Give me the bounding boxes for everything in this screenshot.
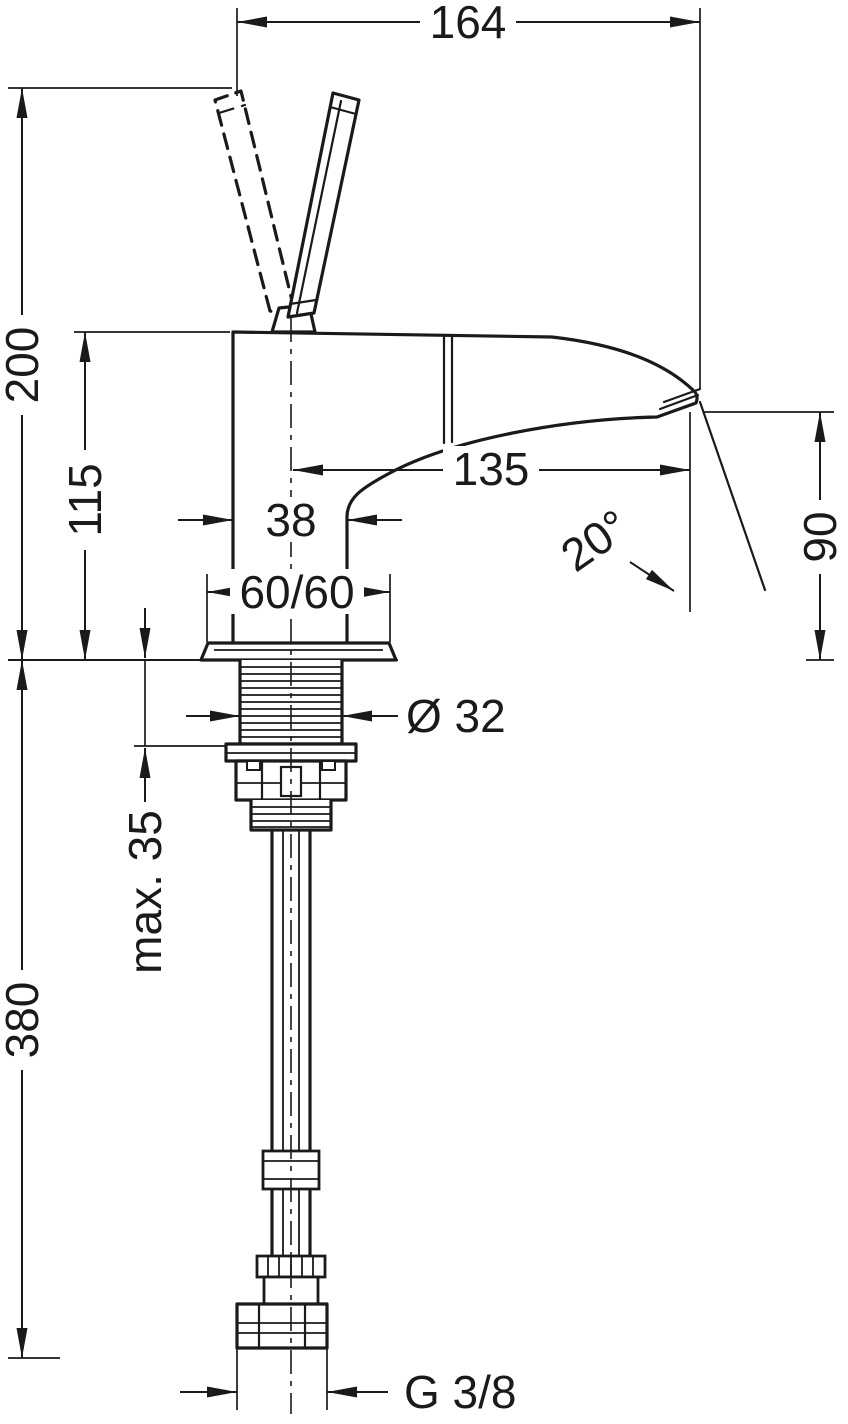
dim-90-label-group: 90 xyxy=(794,500,846,574)
mounting-nut-notch-left xyxy=(246,760,261,771)
mounting-nut-facets xyxy=(260,759,322,802)
leader-20deg xyxy=(629,561,675,592)
dim-200-label-group: 200 xyxy=(0,315,48,415)
dim-115-label-group: 115 xyxy=(59,450,111,550)
handle-lever xyxy=(286,91,361,319)
dim-38-label-group: 38 xyxy=(262,494,320,546)
handle-lever-cap-line xyxy=(328,105,358,116)
dim-164-label-group: 164 xyxy=(420,0,516,48)
dim-max35-label-group: max. 35 xyxy=(119,810,171,974)
dim-dia32-label-group: Ø 32 xyxy=(406,690,506,742)
mounting-nut-notch-right xyxy=(321,760,336,771)
dim-g38-label: G 3/8 xyxy=(404,1366,517,1418)
dim-90-label: 90 xyxy=(794,511,846,562)
dim-g38-label-group: G 3/8 xyxy=(404,1366,517,1418)
aerator-lines xyxy=(658,387,702,411)
connector-hex-facets xyxy=(257,1302,307,1350)
dim-6060-label: 60/60 xyxy=(239,566,354,618)
base-plate xyxy=(199,641,398,662)
connector-hex-groove xyxy=(237,1322,327,1334)
spout-body xyxy=(231,330,699,647)
spout-seam-lines xyxy=(442,333,454,445)
dim-6060-label-group: 60/60 xyxy=(230,566,364,618)
dim-135-label: 135 xyxy=(453,443,530,495)
dim-380-label: 380 xyxy=(0,982,48,1059)
dim-380-label-group: 380 xyxy=(0,970,48,1070)
dim-200-label: 200 xyxy=(0,327,48,404)
dim-max35-label: max. 35 xyxy=(119,810,171,974)
faucet-drawing xyxy=(8,89,834,1414)
handle-lever-inner-line xyxy=(295,99,343,315)
water-stream-angle-line xyxy=(698,400,767,592)
dim-38-label: 38 xyxy=(265,494,316,546)
handle-lever-base-line xyxy=(288,298,318,306)
connector-hex-nut xyxy=(235,1302,329,1350)
dim-20deg-label-group: 20° xyxy=(551,499,638,581)
handle-lever-dashed xyxy=(213,89,298,319)
dim-115-label: 115 xyxy=(59,463,111,536)
dim-164-label: 164 xyxy=(430,0,507,48)
dim-135-label-group: 135 xyxy=(443,443,539,495)
dim-dia32-label: Ø 32 xyxy=(406,690,506,742)
dim-20deg-label: 20° xyxy=(551,499,638,581)
handle-lever-dashed-cap-line xyxy=(217,103,247,115)
